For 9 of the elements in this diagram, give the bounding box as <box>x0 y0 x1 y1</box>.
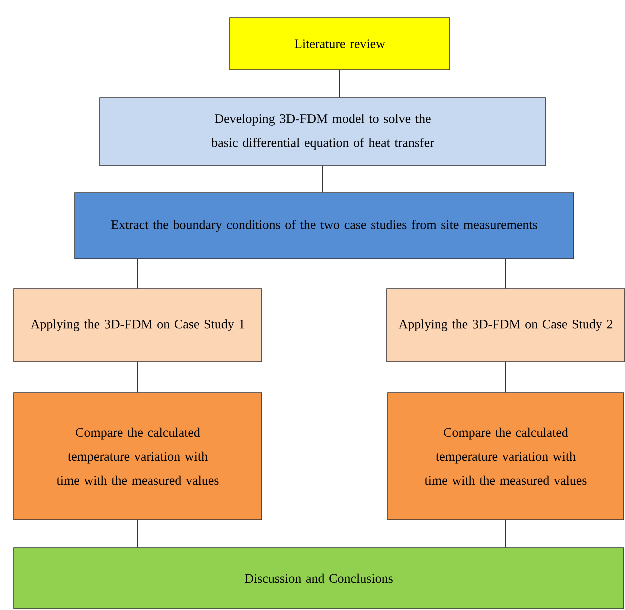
process-box: Developing 3D-FDM model to solve the basic differential equation of heat transfer <box>100 98 546 166</box>
process-box: Discussion and Conclusions <box>14 548 624 610</box>
process-box: Compare the calculated temperature variation with time with the measured values <box>14 392 262 520</box>
process-box: Applying the 3D-FDM on Case Study 2 <box>386 288 625 362</box>
process-box: Applying the 3D-FDM on Case Study 1 <box>14 288 262 362</box>
process-box: Extract the boundary conditions of the two case studies from site measurements <box>74 192 574 260</box>
process-box: Literature review <box>230 18 450 70</box>
process-box: Compare the calculated temperature variation with time with the measured values <box>388 392 624 520</box>
connector-line <box>322 166 324 193</box>
